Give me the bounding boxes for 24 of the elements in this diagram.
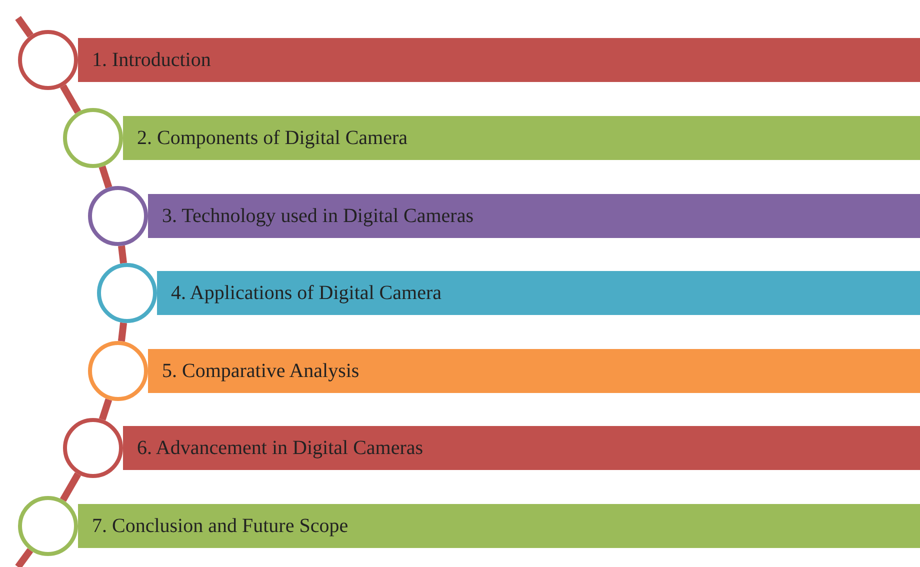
section-title: 6. Advancement in Digital Cameras [137,436,424,460]
banner-bar [148,194,920,238]
banner-bar [123,116,920,160]
banner-bar [78,38,920,82]
connector-line [15,16,34,38]
connector-line [118,322,128,342]
connector-line [118,245,127,264]
ring-marker [18,496,78,556]
connector-line [60,472,82,502]
section-title: 5. Comparative Analysis [162,360,360,382]
connector-line [98,166,112,188]
connector-line [60,84,82,114]
connector-line [15,548,34,567]
banner-bar [78,504,920,548]
section-title: 1. Introduction [92,48,211,72]
ring-marker [18,30,78,90]
section-title: 2. Components of Digital Camera [137,126,408,150]
banner-bar [148,349,920,393]
banner-bar [157,271,920,315]
banner-bar [123,426,920,470]
connector-line [98,398,112,421]
section-title: 4. Applications of Digital Camera [171,282,442,304]
section-title: 3. Technology used in Digital Cameras [162,204,474,228]
section-title: 7. Conclusion and Future Scope [92,514,348,538]
